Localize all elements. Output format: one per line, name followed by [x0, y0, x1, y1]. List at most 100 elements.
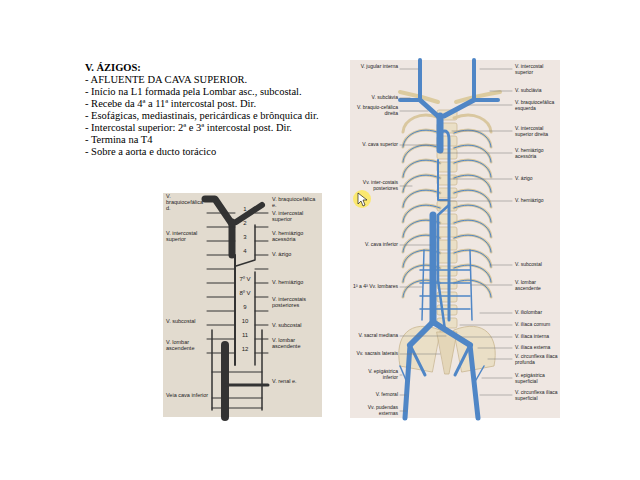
anatomy-label: V. cava inferior — [352, 242, 398, 248]
leader-line — [400, 395, 406, 396]
anatomy-label: Vv. pudendas externas — [352, 405, 398, 416]
anatomy-label: V. hemiázigo acessória — [272, 230, 318, 242]
anatomy-label: V. ázigo — [272, 251, 318, 257]
vertebra-number: 1 — [237, 206, 253, 213]
anatomy-label: V. braquiocefálica e. — [272, 196, 318, 208]
leader-line — [480, 69, 512, 70]
anatomy-label: V. subcostal — [166, 318, 204, 324]
leader-line — [400, 145, 437, 146]
anatomy-label: V. epigástrica superficial — [515, 373, 559, 384]
vertebra-number: 12 — [237, 346, 253, 353]
iliac-vein — [433, 322, 470, 345]
schematic-background — [163, 193, 322, 417]
intercostal-vein — [207, 227, 235, 228]
leader-line — [488, 359, 512, 360]
anatomy-label: V. cava superior — [352, 142, 398, 148]
leader-line — [400, 336, 446, 337]
anatomy-label: V. subcostal — [515, 262, 559, 268]
anatomy-label: V. circunflexa ilíaca profunda — [515, 354, 559, 365]
lumbar-vein — [422, 250, 424, 320]
intercostal-vein — [255, 213, 268, 214]
leader-line — [400, 69, 418, 70]
anatomy-label: V. braquio-cefálica direita — [352, 105, 398, 116]
vertebra-number: 8º V — [237, 290, 253, 297]
schematic-diagram — [163, 193, 322, 417]
leader-line — [400, 245, 430, 246]
intercostal-vein — [207, 255, 235, 256]
leader-line — [400, 98, 410, 99]
jugular-vein — [472, 60, 476, 98]
leader-line — [490, 265, 512, 266]
anatomy-label: V. sacral mediana — [352, 333, 398, 339]
epigastric-vein — [400, 366, 406, 380]
lumbar-vein — [212, 398, 262, 399]
slide-title: V. ÁZIGOS: — [85, 62, 347, 74]
leader-line — [480, 395, 512, 396]
iliac-vein — [410, 322, 433, 345]
anatomy-label: V. hemiázigo — [272, 279, 318, 285]
intercostal-vein — [255, 297, 268, 298]
leader-line — [478, 348, 512, 349]
anatomy-label: V. hemiázigo — [515, 198, 559, 204]
leader-line — [471, 285, 512, 286]
intercostal-vein — [255, 227, 268, 228]
intercostal-vein — [207, 339, 235, 340]
lumbar-vein — [420, 269, 470, 271]
inferior-vena-cava — [430, 215, 437, 322]
anatomy-label: V. ilíaca externa — [515, 345, 559, 351]
bullet-text: - Sobre a aorta e ducto torácico — [85, 146, 347, 158]
anatomy-label: V. hemiázigo acessória — [515, 148, 559, 159]
hemiazygos-vein — [236, 225, 255, 266]
cursor-highlight — [353, 190, 371, 208]
intercostal-vein — [207, 241, 235, 242]
text-block: V. ÁZIGOS:- AFLUENTE DA CAVA SUPERIOR.- … — [85, 62, 347, 158]
anatomy-label: V. braquiocefálica esquerda — [515, 100, 559, 111]
leader-line — [460, 325, 512, 326]
lumbar-vein — [212, 372, 262, 373]
brachiocephalic-vein — [205, 199, 232, 224]
bullet-text: - Início na L1 formada pela Lombar asc.,… — [85, 86, 347, 98]
anatomy-label: V. intercostal superior — [166, 230, 204, 242]
iliac-vein — [410, 345, 425, 375]
azygos-vein — [234, 255, 236, 365]
anatomy-label: V. iliolombar — [515, 310, 559, 316]
anatomy-label: V. renal e. — [272, 378, 318, 384]
anatomy-label: V. intercostal superior — [515, 64, 559, 75]
intercostal-vein — [255, 283, 268, 284]
anatomy-label: V. intercostal superior — [272, 210, 318, 222]
subclavian-vein — [474, 98, 498, 102]
anatomy-label: V. jugular interna — [352, 64, 398, 70]
bullet-text: - Termina na T4 — [85, 134, 347, 146]
leader-line — [452, 131, 512, 132]
anatomy-label: V. braquiocefálica d. — [166, 193, 200, 211]
anatomy-label: V. circunflexa ilíaca superficial — [515, 390, 559, 401]
intercostal-vein — [207, 297, 235, 298]
anatomy-label: V. subclávia — [352, 95, 398, 101]
inferior-vena-cava — [221, 345, 229, 417]
leader-line — [440, 201, 512, 202]
leader-line — [468, 105, 512, 106]
anatomy-label: V. intercostal superior direita — [515, 126, 559, 137]
bullet-text: - Intercostal superior: 2ª e 3ª intercos… — [85, 122, 347, 134]
hemiazygos-vein — [438, 205, 449, 330]
lumbar-vein — [420, 282, 470, 284]
iliac-vein — [455, 345, 470, 375]
femoral-vein — [405, 345, 410, 418]
lumbar-vein — [212, 408, 262, 409]
vertebra-number: 9 — [237, 304, 253, 311]
leader-line — [400, 375, 402, 376]
bullet-text: - AFLUENTE DA CAVA SUPERIOR. — [85, 74, 347, 86]
vertebra — [437, 240, 457, 250]
lumbar-vein — [420, 308, 470, 310]
anatomy-label: V. ilíaca comum — [515, 322, 559, 328]
brachiocephalic-vein — [444, 100, 474, 116]
anatomy-label: V. intercostais posteriores — [272, 296, 318, 308]
anatomy-label: Vv. sacrais laterais — [352, 351, 398, 357]
bullet-text: - Esofágicas, mediastinais, pericárdicas… — [85, 110, 347, 122]
anatomy-label: V. epigástrica inferior — [352, 369, 398, 380]
leader-line — [400, 111, 428, 112]
intercostal-vein — [207, 311, 235, 312]
leader-line — [400, 287, 422, 288]
intercostal-vein — [207, 325, 235, 326]
anatomy-label: Vv. inter-costais posteriores — [352, 180, 398, 191]
